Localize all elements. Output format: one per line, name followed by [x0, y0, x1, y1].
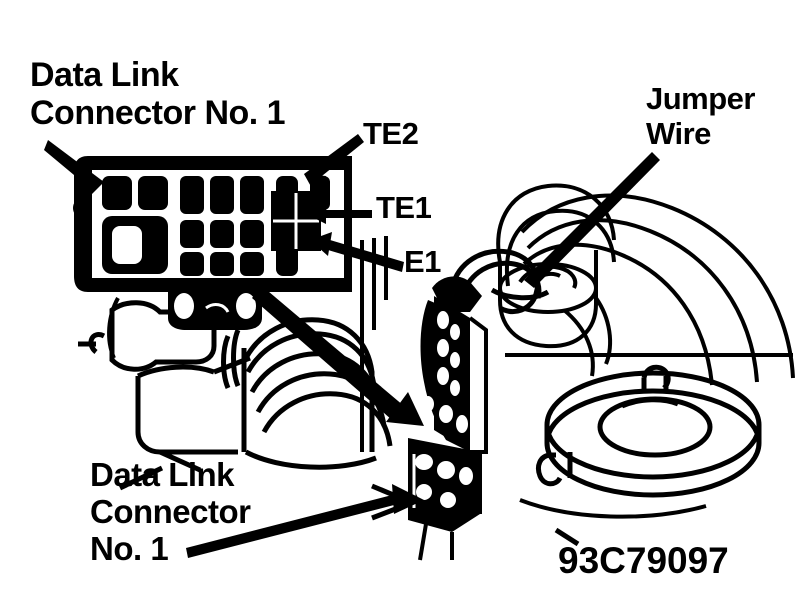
leader-line-jumper [524, 152, 660, 288]
brake-booster [544, 370, 762, 498]
leader-arrow-te2 [304, 134, 364, 192]
fender-arch [520, 193, 795, 386]
booster-bracket [535, 452, 573, 487]
booster-lower-edge [519, 498, 707, 519]
label-data-link-connector-top: Data Link Connector No. 1 [30, 56, 286, 133]
fuse-box-mount-tabs [168, 292, 262, 330]
leader-arrow-dlc-top [44, 140, 104, 196]
leader-arrow-te1 [306, 204, 372, 224]
engine-block-left [78, 300, 251, 473]
callout-arrow-main [252, 286, 424, 426]
figure-code: 93C79097 [558, 540, 729, 581]
fuse-box-left-bracket [73, 162, 91, 288]
label-jumper-wire: Jumper Wire [646, 81, 755, 151]
hose-clamp [221, 329, 241, 389]
leader-arrow-e1 [310, 232, 404, 272]
label-data-link-connector-bottom: Data Link Connector No. 1 [90, 456, 251, 567]
leader-tick-bottom [118, 465, 164, 491]
label-terminal-te1: TE1 [376, 190, 432, 225]
label-terminal-te2: TE2 [363, 116, 419, 151]
label-terminal-e1: E1 [404, 244, 441, 279]
leader-arrow-dlc-bottom [186, 483, 424, 558]
leader-tick-code [554, 527, 580, 547]
engine-left-lines [107, 297, 120, 359]
connector-terminal-cavities [412, 311, 473, 508]
booster-pushrod [641, 364, 671, 390]
jumper-wire-tip [490, 287, 550, 301]
connector-outline [418, 316, 488, 561]
